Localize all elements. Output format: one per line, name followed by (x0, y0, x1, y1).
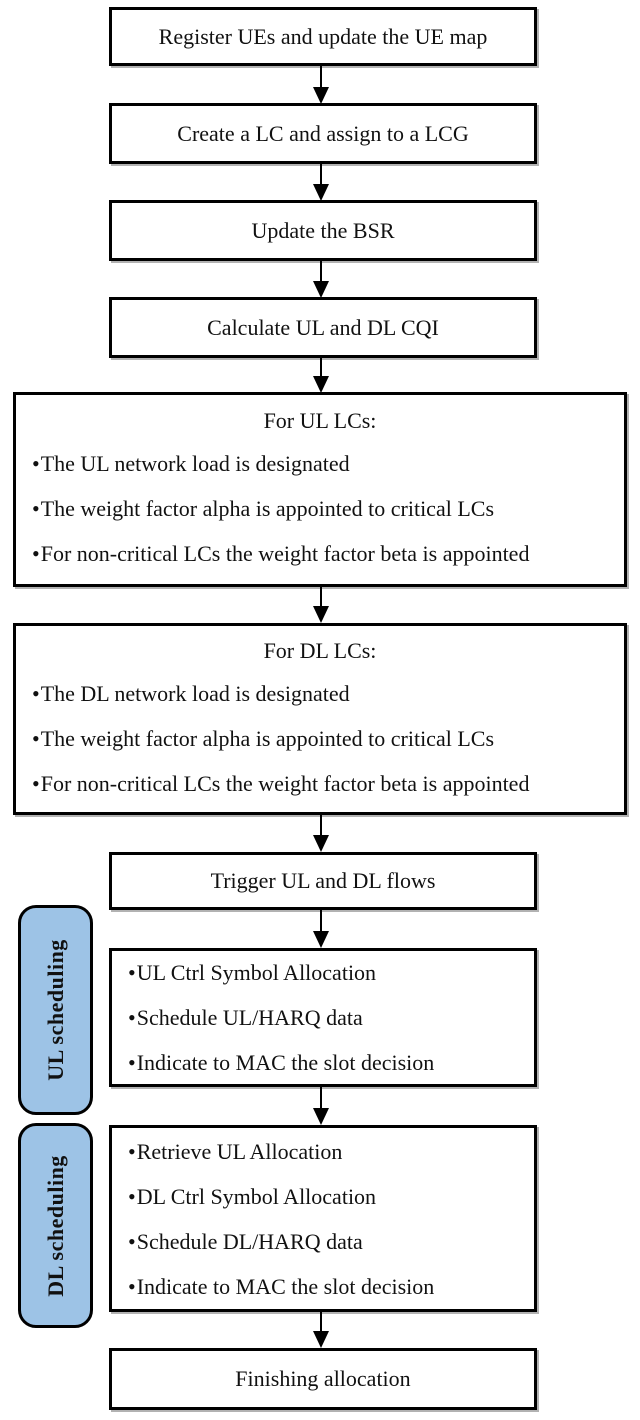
arrow-stem (320, 815, 322, 836)
bullet-icon: • (128, 1183, 136, 1209)
arrow-head-icon (313, 835, 329, 852)
list-item-text: The weight factor alpha is appointed to … (40, 725, 495, 751)
arrow-head-icon (313, 1108, 329, 1125)
flow-box-trigger-flows: Trigger UL and DL flows (109, 852, 537, 910)
list-item-text: For non-critical LCs the weight factor b… (40, 770, 530, 796)
arrow-stem (320, 1087, 322, 1109)
list-item-text: Retrieve UL Allocation (136, 1138, 343, 1164)
flow-box-finishing-allocation: Finishing allocation (109, 1348, 537, 1410)
flow-box-create-lc-label: Create a LC and assign to a LCG (177, 120, 469, 146)
flow-arrow (313, 66, 329, 104)
list-item: •Retrieve UL Allocation (128, 1129, 342, 1174)
list-item-text: The weight factor alpha is appointed to … (40, 496, 495, 521)
bullet-icon: • (32, 541, 40, 566)
flow-box-ul-scheduling-steps: •UL Ctrl Symbol Allocation •Schedule UL/… (109, 948, 537, 1087)
flow-arrow (313, 1087, 329, 1125)
flow-box-create-lc: Create a LC and assign to a LCG (109, 103, 537, 164)
list-item-text: DL Ctrl Symbol Allocation (136, 1183, 377, 1209)
ul-lcs-bullets: •The UL network load is designated •The … (16, 441, 624, 576)
arrow-stem (320, 164, 322, 185)
flow-arrow (313, 815, 329, 852)
arrow-stem (320, 261, 322, 282)
side-label-ul-scheduling-text: UL scheduling (42, 939, 68, 1081)
bullet-icon: • (128, 960, 136, 985)
ul-lcs-title: For UL LCs: (263, 408, 377, 433)
bullet-icon: • (32, 770, 40, 796)
list-item-text: For non-critical LCs the weight factor b… (40, 541, 530, 566)
flow-arrow (313, 358, 329, 393)
list-item-text: Schedule DL/HARQ data (136, 1228, 363, 1254)
arrow-head-icon (313, 1331, 329, 1348)
flow-box-trigger-flows-label: Trigger UL and DL flows (210, 868, 436, 894)
flow-arrow (313, 910, 329, 948)
flow-box-register-ues: Register UEs and update the UE map (109, 7, 537, 66)
list-item: •The weight factor alpha is appointed to… (32, 486, 494, 531)
list-item: •UL Ctrl Symbol Allocation (128, 950, 376, 995)
bullet-icon: • (128, 1005, 136, 1030)
list-item: •For non-critical LCs the weight factor … (32, 531, 529, 576)
arrow-head-icon (313, 376, 329, 393)
list-item-text: The UL network load is designated (40, 451, 350, 476)
flow-arrow (313, 261, 329, 298)
flow-box-update-bsr: Update the BSR (109, 200, 537, 261)
bullet-icon: • (128, 1138, 136, 1164)
flow-box-finishing-allocation-label: Finishing allocation (235, 1366, 411, 1392)
dl-lcs-bullets: •The DL network load is designated •The … (16, 671, 624, 806)
arrow-stem (320, 358, 322, 377)
list-item: •Schedule DL/HARQ data (128, 1219, 363, 1264)
list-item: •DL Ctrl Symbol Allocation (128, 1174, 376, 1219)
flow-box-register-ues-label: Register UEs and update the UE map (158, 23, 488, 49)
list-item: •The UL network load is designated (32, 441, 350, 486)
list-item: •The weight factor alpha is appointed to… (32, 716, 494, 761)
bullet-icon: • (32, 725, 40, 751)
bullet-icon: • (32, 496, 40, 521)
side-label-dl-scheduling: DL scheduling (18, 1123, 93, 1328)
side-label-dl-scheduling-text: DL scheduling (42, 1154, 68, 1297)
flow-box-dl-lcs-content: For DL LCs: •The DL network load is desi… (16, 623, 624, 816)
flow-box-calc-cqi-label: Calculate UL and DL CQI (207, 314, 439, 340)
flow-box-ul-lcs-content: For UL LCs: •The UL network load is desi… (16, 393, 624, 586)
list-item: •Schedule UL/HARQ data (128, 995, 363, 1040)
list-item-text: Schedule UL/HARQ data (136, 1005, 363, 1030)
bullet-icon: • (32, 451, 40, 476)
arrow-stem (320, 1312, 322, 1332)
arrow-head-icon (313, 184, 329, 201)
arrow-stem (320, 910, 322, 932)
bullet-icon: • (128, 1273, 136, 1299)
flow-arrow (313, 587, 329, 623)
flow-box-ul-lcs: For UL LCs: •The UL network load is desi… (13, 392, 627, 587)
list-item-text: UL Ctrl Symbol Allocation (136, 960, 377, 985)
arrow-stem (320, 587, 322, 607)
arrow-head-icon (313, 281, 329, 298)
list-item: •For non-critical LCs the weight factor … (32, 761, 529, 806)
arrow-head-icon (313, 931, 329, 948)
list-item: •Indicate to MAC the slot decision (128, 1264, 434, 1309)
list-item: •Indicate to MAC the slot decision (128, 1040, 434, 1085)
dl-lcs-title: For DL LCs: (263, 637, 377, 663)
flow-arrow (313, 1312, 329, 1348)
list-item-text: Indicate to MAC the slot decision (136, 1050, 435, 1075)
flow-box-calc-cqi: Calculate UL and DL CQI (109, 297, 537, 358)
arrow-head-icon (313, 87, 329, 104)
flow-box-dl-lcs: For DL LCs: •The DL network load is desi… (13, 623, 627, 815)
list-item-text: The DL network load is designated (40, 680, 350, 706)
list-item: •The DL network load is designated (32, 671, 350, 716)
arrow-head-icon (313, 606, 329, 623)
flow-arrow (313, 164, 329, 201)
bullet-icon: • (128, 1050, 136, 1075)
bullet-icon: • (128, 1228, 136, 1254)
list-item-text: Indicate to MAC the slot decision (136, 1273, 435, 1299)
bullet-icon: • (32, 680, 40, 706)
flow-box-update-bsr-label: Update the BSR (251, 217, 395, 243)
arrow-stem (320, 66, 322, 88)
flow-box-dl-scheduling-steps: •Retrieve UL Allocation •DL Ctrl Symbol … (109, 1125, 537, 1312)
side-label-ul-scheduling: UL scheduling (18, 905, 93, 1115)
